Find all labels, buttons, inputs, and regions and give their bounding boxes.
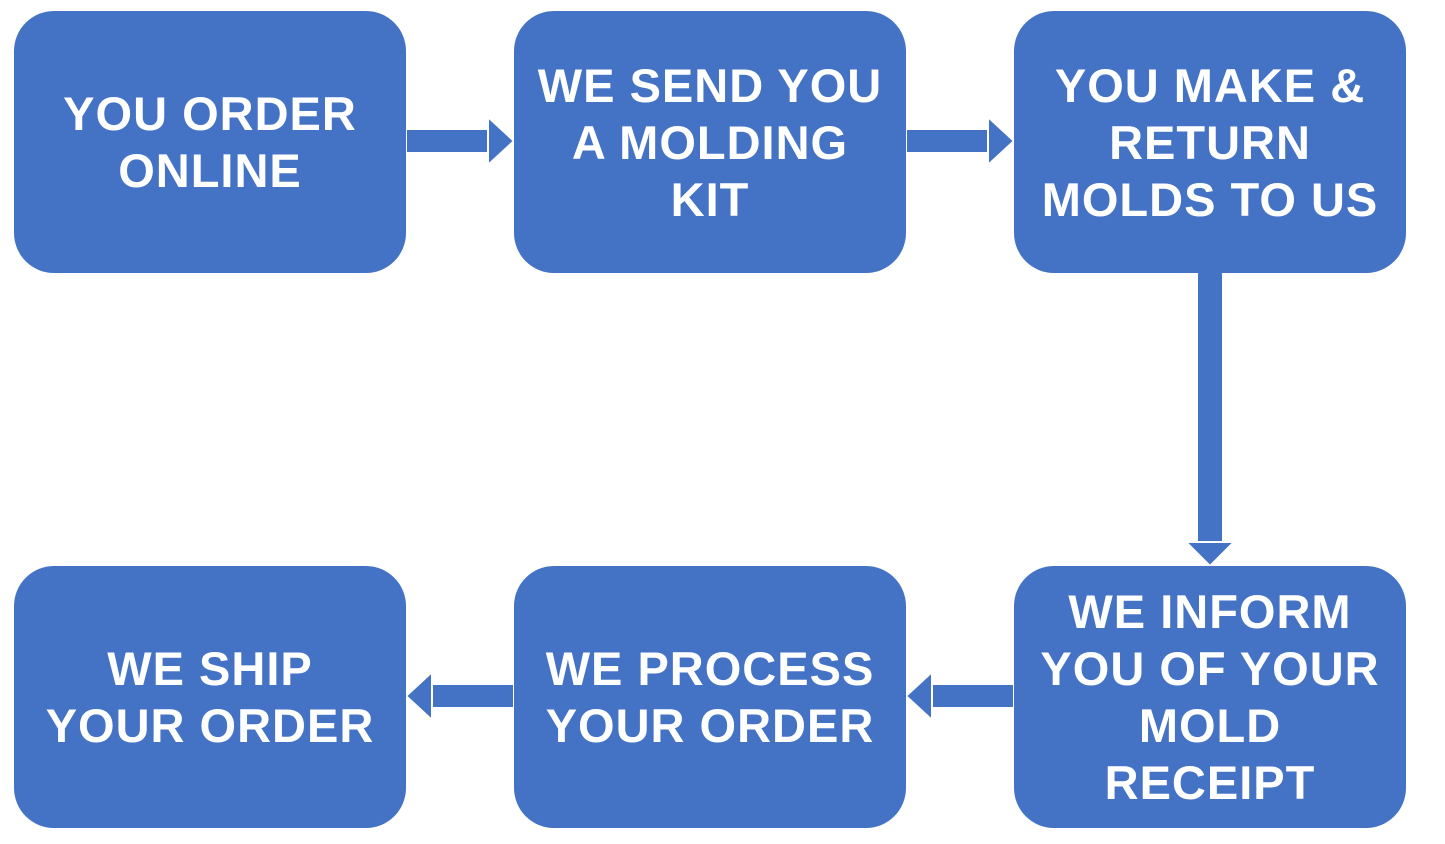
step-label: WE INFORM YOU OF YOUR MOLD RECEIPT [1040, 585, 1380, 809]
step-process-order: WE PROCESS YOUR ORDER [514, 566, 906, 828]
arrow-s2-to-s3 [905, 114, 1016, 168]
step-inform-mold-receipt: WE INFORM YOU OF YOUR MOLD RECEIPT [1014, 566, 1406, 828]
arrow-s4-to-s5 [904, 669, 1015, 723]
arrow-s1-to-s2 [405, 114, 516, 168]
step-ship-order: WE SHIP YOUR ORDER [14, 566, 406, 828]
step-label: WE SEND YOU A MOLDING KIT [537, 58, 883, 226]
step-label: YOU MAKE & RETURN MOLDS TO US [1041, 58, 1379, 226]
arrow-s3-to-s4 [1183, 271, 1237, 568]
step-label: YOU ORDER ONLINE [63, 87, 357, 197]
step-send-molding-kit: WE SEND YOU A MOLDING KIT [514, 11, 906, 273]
step-order-online: YOU ORDER ONLINE [14, 11, 406, 273]
step-make-return-molds: YOU MAKE & RETURN MOLDS TO US [1014, 11, 1406, 273]
step-label: WE PROCESS YOUR ORDER [545, 642, 875, 752]
arrow-s5-to-s6 [404, 669, 515, 723]
step-label: WE SHIP YOUR ORDER [45, 642, 375, 752]
